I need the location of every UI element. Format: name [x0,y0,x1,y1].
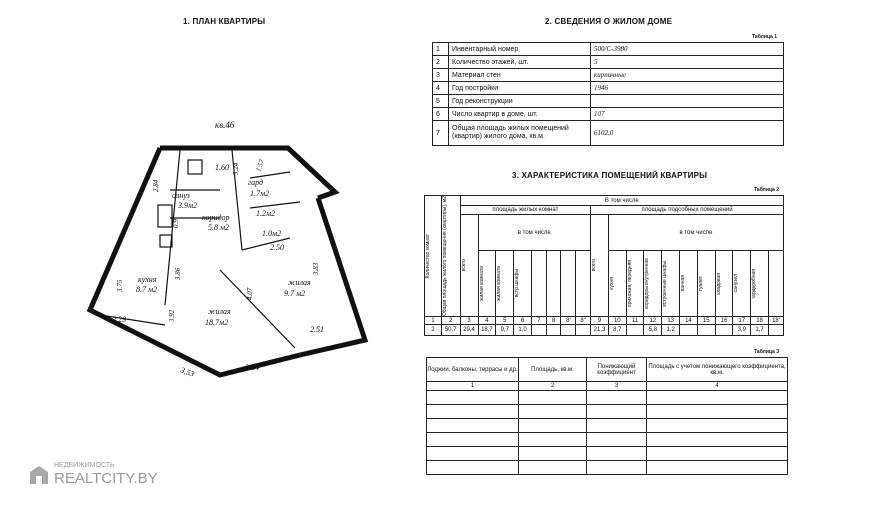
svg-text:5.8 м2: 5.8 м2 [208,223,229,232]
svg-text:1.0м2: 1.0м2 [262,229,281,238]
svg-text:кухня: кухня [138,275,157,284]
svg-text:8.7 м2: 8.7 м2 [136,285,157,294]
svg-text:2.29: 2.29 [112,315,126,324]
floor-plan: кв.46 1.60 3.24 1.57 сануз 3.9м2 коридор… [86,120,369,379]
rooms-table: Количество комнат Общая площадь жилого п… [424,194,785,352]
info-title: 2. СВЕДЕНИЯ О ЖИЛОМ ДОМЕ [545,17,673,26]
svg-text:1.60: 1.60 [215,163,229,172]
svg-text:9.7 м2: 9.7 м2 [284,289,305,298]
svg-text:3.9м2: 3.9м2 [177,201,197,210]
table2-label: Таблица 2 [754,187,780,193]
svg-text:сануз: сануз [172,191,190,200]
svg-text:2.51: 2.51 [310,325,324,334]
svg-text:3.75: 3.75 [116,279,124,293]
svg-text:1.57: 1.57 [254,158,266,173]
svg-text:0.9: 0.9 [172,219,180,228]
svg-text:18.7м2: 18.7м2 [205,318,228,327]
table1-label: Таблица 1 [752,34,778,40]
svg-text:жилая: жилая [208,307,231,316]
svg-text:1.7м2: 1.7м2 [250,189,269,198]
svg-text:3.86: 3.86 [174,267,182,281]
svg-text:1.2м2: 1.2м2 [256,209,275,218]
table3-label: Таблица 3 [754,349,780,355]
svg-text:2.84: 2.84 [152,179,160,192]
svg-text:3.83: 3.83 [312,262,320,276]
rooms-title: 3. ХАРАКТЕРИСТИКА ПОМЕЩЕНИЙ КВАРТИРЫ [512,171,708,180]
svg-text:3.92: 3.92 [168,309,176,323]
house-icon [30,466,48,484]
svg-text:гард: гард [248,178,263,187]
svg-text:3.24: 3.24 [232,162,240,176]
svg-text:жилая: жилая [288,278,311,287]
apt-label: кв.46 [215,120,235,130]
svg-text:3.53: 3.53 [178,365,195,379]
svg-text:4.07: 4.07 [246,287,254,300]
svg-text:3.64: 3.64 [244,363,259,372]
svg-text:коридор: коридор [202,213,229,222]
svg-text:2.50: 2.50 [270,243,284,252]
plan-title: 1. ПЛАН КВАРТИРЫ [183,17,266,26]
loggia-table: Лоджии, балконы, террасы и др.Площадь, к… [426,357,788,475]
